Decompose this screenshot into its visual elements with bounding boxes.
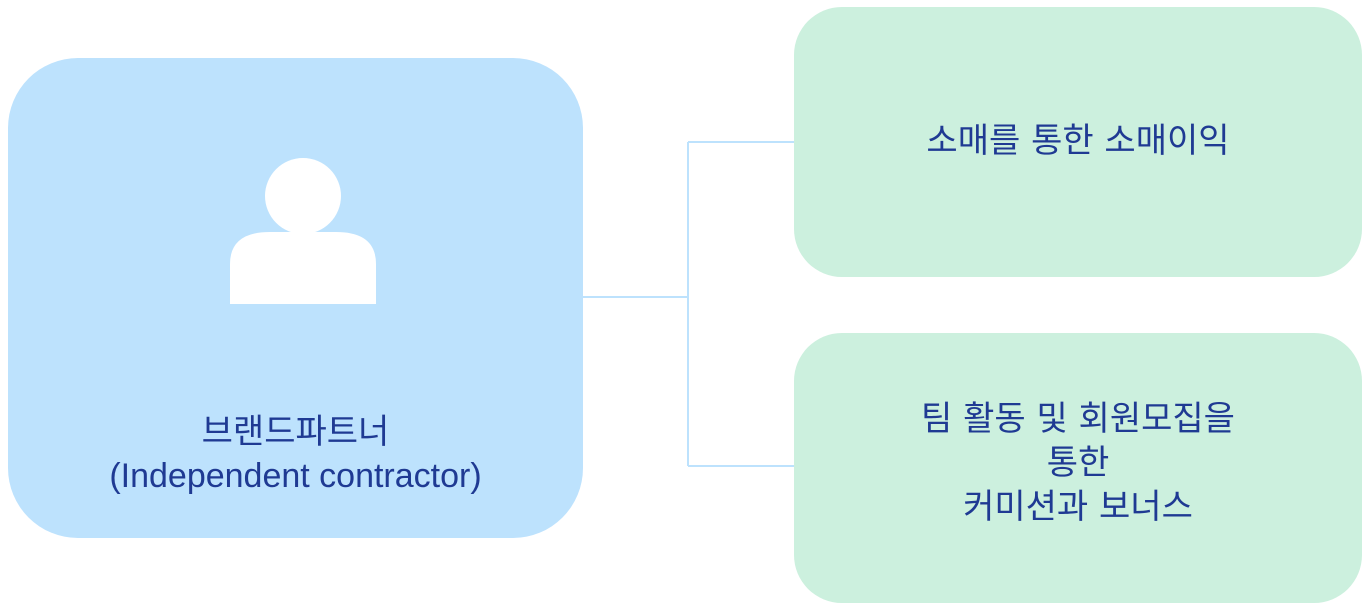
benefit-line: 팀 활동 및 회원모집을 [921,399,1235,439]
benefit-label: 팀 활동 및 회원모집을 통한 커미션과 보너스 [921,397,1235,529]
brand-partner-title: 브랜드파트너 [201,412,390,452]
benefit-line: 통한 [1046,443,1110,483]
benefit-box-retail: 소매를 통한 소매이익 [794,7,1362,277]
brand-partner-subtitle: (Independent contractor) [109,457,482,495]
brand-partner-box: 브랜드파트너 (Independent contractor) [8,58,583,538]
benefit-line: 소매를 통한 소매이익 [926,121,1230,161]
brand-partner-label: 브랜드파트너 (Independent contractor) [8,410,583,498]
benefit-line: 커미션과 보너스 [963,487,1193,527]
person-icon [230,158,376,304]
benefit-label: 소매를 통한 소매이익 [926,119,1229,163]
benefit-box-commission: 팀 활동 및 회원모집을 통한 커미션과 보너스 [794,333,1362,603]
